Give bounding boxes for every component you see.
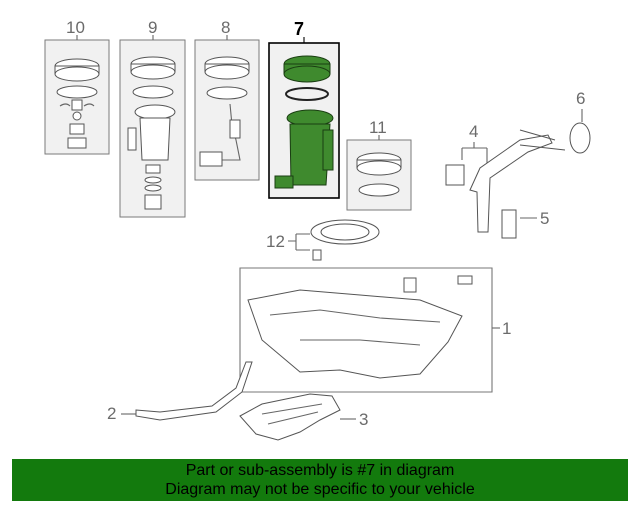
part-12: 12 bbox=[266, 219, 380, 261]
part-4: 4 bbox=[445, 122, 566, 233]
pump-module-body bbox=[289, 123, 331, 186]
panel-8: 8 bbox=[194, 18, 260, 181]
panel-11: 11 bbox=[346, 118, 412, 211]
callout-2: 2 bbox=[107, 404, 116, 423]
valve bbox=[501, 209, 517, 239]
part-3: 3 bbox=[239, 393, 368, 441]
filter-part bbox=[67, 137, 87, 149]
callout-1: 1 bbox=[502, 319, 511, 338]
banner-line-2: Diagram may not be specific to your vehi… bbox=[165, 481, 475, 498]
callout-3: 3 bbox=[359, 410, 368, 429]
info-banner: Part or sub-assembly is #7 in diagram Di… bbox=[12, 459, 628, 501]
part-5: 5 bbox=[501, 209, 549, 239]
pump-body bbox=[139, 117, 171, 161]
callout-9: 9 bbox=[148, 18, 157, 37]
fuel-tank bbox=[247, 289, 463, 379]
sender-connector bbox=[199, 151, 223, 167]
callout-4: 4 bbox=[469, 122, 478, 141]
bolt bbox=[312, 249, 322, 261]
filler-bracket bbox=[445, 164, 465, 186]
pump-connector bbox=[274, 175, 294, 189]
callout-5: 5 bbox=[540, 209, 549, 228]
banner-line-1: Part or sub-assembly is #7 in diagram bbox=[185, 462, 455, 479]
callout-10: 10 bbox=[66, 18, 85, 37]
heat-shield bbox=[239, 393, 341, 441]
part-1: 1 bbox=[239, 267, 511, 393]
panel-9: 9 bbox=[119, 18, 186, 218]
panel-7: 7 bbox=[268, 19, 340, 199]
callout-12: 12 bbox=[266, 232, 285, 251]
tank-strap bbox=[135, 361, 253, 421]
callout-7: 7 bbox=[294, 19, 304, 39]
part-2: 2 bbox=[107, 361, 253, 423]
sender-arm bbox=[229, 119, 241, 139]
seal-ring bbox=[56, 85, 98, 99]
fuel-cap bbox=[569, 122, 591, 154]
panel-10: 10 bbox=[44, 18, 110, 155]
callout-11: 11 bbox=[369, 118, 387, 137]
callout-8: 8 bbox=[221, 18, 230, 37]
callout-6: 6 bbox=[576, 89, 585, 108]
filler-pipe bbox=[469, 134, 553, 233]
part-6: 6 bbox=[569, 89, 591, 154]
